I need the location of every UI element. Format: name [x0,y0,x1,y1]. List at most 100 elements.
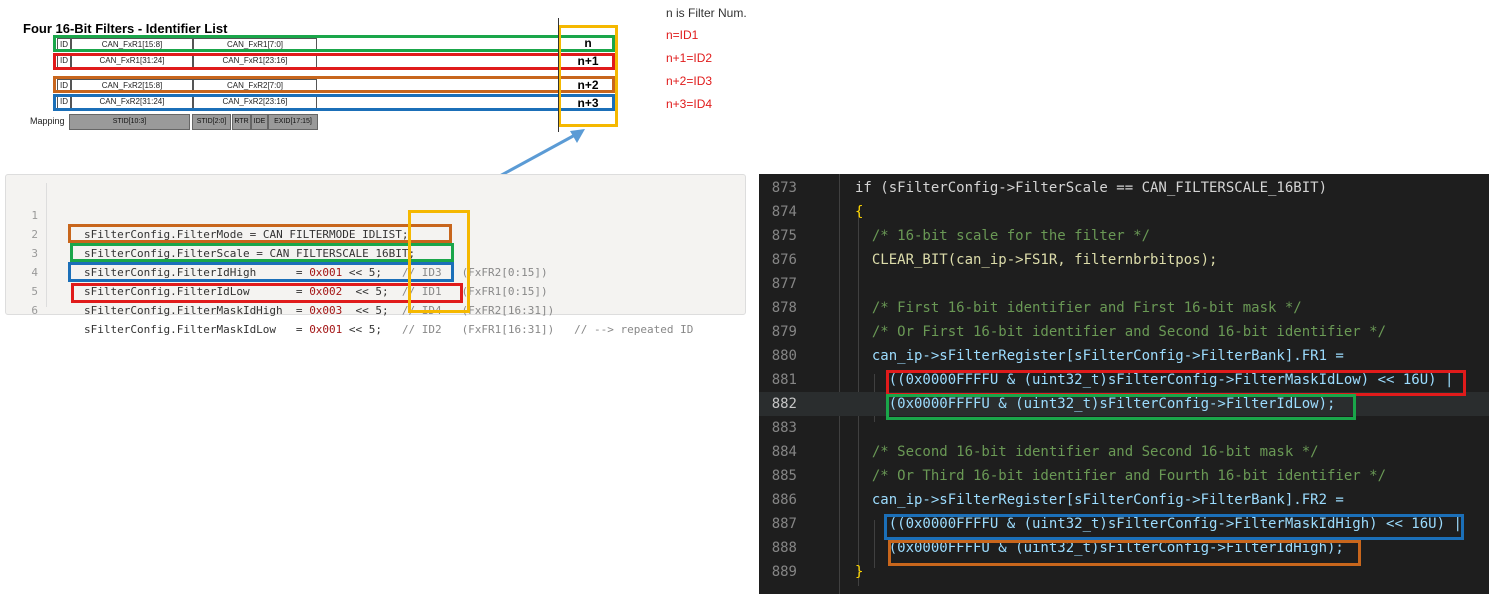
diagram-title: Four 16-Bit Filters - Identifier List [23,21,228,36]
code-text: sFilterConfig.FilterScale = CAN_FILTERSC… [84,244,415,263]
code-text: CLEAR_BIT(can_ip->FS1R, filternbrbitpos)… [855,252,1218,268]
code-text: sFilterConfig.FilterIdLow = 0x002 << 5; … [84,282,548,301]
code-text: sFilterConfig.FilterMaskIdHigh = 0x003 <… [84,301,554,320]
code-line: 5 sFilterConfig.FilterMaskIdHigh = 0x003… [6,263,554,317]
hex-value: 0x003 [309,304,343,317]
line-number: 889 [771,564,797,580]
driver-code-panel: 873 if (sFilterConfig->FilterScale == CAN… [759,174,1489,594]
line-number: 875 [771,228,797,244]
line-number: 874 [771,204,797,220]
line-number: 883 [771,420,797,436]
editor-line: 879 /* Or First 16-bit identifier and Se… [759,320,1489,344]
shift: << 5; [342,285,389,298]
line-number: 885 [771,468,797,484]
note-item: n+3=ID4 [666,97,713,111]
code-text: sFilterConfig.FilterMaskIdLow = 0x001 <<… [84,320,693,339]
code-text: { [855,204,864,220]
reg-comment: (FxFR1[16:31]) [461,323,555,336]
mapping-cell: EXID[17:15] [268,114,318,130]
shift: << 5; [342,323,383,336]
mapping-cell: STID[2:0] [192,114,231,130]
code-text: (0x0000FFFFU & (uint32_t)sFilterConfig->… [855,396,1336,412]
frame-divider [558,18,559,132]
highlight-id3 [68,224,452,243]
line-number: 878 [771,300,797,316]
code-line: 3 sFilterConfig.FilterIdHigh = 0x001 << … [6,225,547,279]
filter-num-label: n [584,36,592,50]
code-text: sFilterConfig.FilterMode = CAN_FILTERMOD… [84,225,409,244]
code-text: /* Or Third 16-bit identifier and Fourth… [855,468,1387,484]
editor-line: 883 [759,416,1489,440]
code-text: (0x0000FFFFU & (uint32_t)sFilterConfig->… [855,540,1344,556]
editor-line: 889} [759,560,1489,584]
line-number: 5 [31,285,38,298]
note-item: n+1=ID2 [666,51,713,65]
highlight-maskhigh [884,514,1464,540]
editor-line: 874 { [759,200,1489,224]
line-number: 880 [771,348,797,364]
mapping-cell: IDE [251,114,268,130]
note-item: n=ID1 [666,28,699,42]
editor-line: 886 can_ip->sFilterRegister[sFilterConfi… [759,488,1489,512]
id-tag: // ID1 [401,285,442,298]
line-number: 4 [31,266,38,279]
line-number: 888 [771,540,797,556]
code-text: /* Or First 16-bit identifier and Second… [855,324,1387,340]
value: CAN_FILTERMODE_IDLIST; [262,228,409,241]
code-text: ((0x0000FFFFU & (uint32_t)sFilterConfig-… [855,372,1454,388]
editor-line: 873 if (sFilterConfig->FilterScale == CAN… [759,176,1489,200]
editor-line: 884 /* Second 16-bit identifier and Seco… [759,440,1489,464]
code-text: sFilterConfig.FilterIdHigh = 0x001 << 5;… [84,263,548,282]
code-line: 2 sFilterConfig.FilterScale = CAN_FILTER… [6,206,415,260]
line-number: 3 [31,247,38,260]
hex-value: 0x002 [309,285,343,298]
field: sFilterConfig.FilterMaskIdLow [84,323,290,336]
editor-line: 877 [759,272,1489,296]
editor-line: 880 can_ip->sFilterRegister[sFilterConfi… [759,344,1489,368]
line-number: 886 [771,492,797,508]
code-text: /* 16-bit scale for the filter */ [855,228,1151,244]
highlight-id2 [71,283,463,303]
hex-value: 0x001 [309,323,343,336]
id-tag: // ID2 [401,323,442,336]
editor-line: 875 /* 16-bit scale for the filter */ [759,224,1489,248]
op: = [242,228,263,241]
editor-line: 876 CLEAR_BIT(can_ip->FS1R, filternbrbit… [759,248,1489,272]
field: sFilterConfig.FilterMode [84,228,243,241]
id-column-frame [408,210,470,313]
shift: << 5; [342,266,383,279]
editor-line: 887 ((0x0000FFFFU & (uint32_t)sFilterCon… [759,512,1489,536]
filter-num-label: n+3 [577,96,599,110]
line-number: 6 [31,304,38,317]
editor-line: 878 /* First 16-bit identifier and First… [759,296,1489,320]
code-text: /* First 16-bit identifier and First 16-… [855,300,1302,316]
frame-n1-red [53,53,615,70]
note-header: n is Filter Num. [666,6,747,20]
gutter-divider [46,183,47,307]
highlight-idhigh [888,540,1361,566]
indent-guide [839,174,840,594]
highlight-idlow [886,394,1356,420]
line-number: 873 [771,180,797,196]
op: = [289,304,310,317]
op: = [289,285,310,298]
line-number: 881 [771,372,797,388]
extra-comment: // --> repeated ID [574,323,694,336]
code-text: if (sFilterConfig->FilterScale == CAN_FI… [855,180,1328,196]
line-number: 882 [771,396,797,412]
mapping-cell: RTR [232,114,251,130]
op: = [249,247,270,260]
highlight-masklow [886,370,1466,396]
register-row: ID CAN_FxR2[15:8] CAN_FxR2[7:0] [57,79,617,93]
code-text: can_ip->sFilterRegister[sFilterConfig->F… [855,492,1344,508]
line-number: 879 [771,324,797,340]
line-number: 876 [771,252,797,268]
code-text: can_ip->sFilterRegister[sFilterConfig->F… [855,348,1344,364]
register-row: ID CAN_FxR1[15:8] CAN_FxR1[7:0] [57,38,617,52]
line-number: 884 [771,444,797,460]
shift: << 5; [342,304,389,317]
filter-num-label: n+2 [577,78,599,92]
code-text: ((0x0000FFFFU & (uint32_t)sFilterConfig-… [855,516,1462,532]
frame-n2-orange [53,76,615,93]
filter-num-label: n+1 [577,54,599,68]
